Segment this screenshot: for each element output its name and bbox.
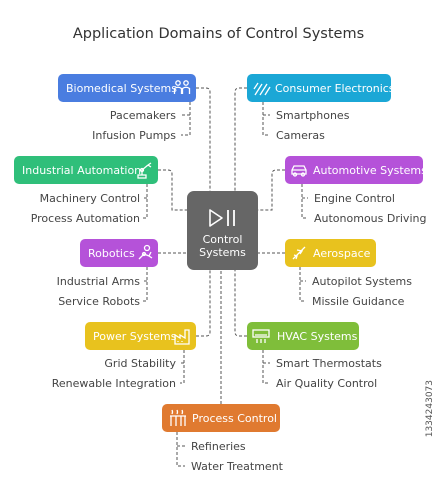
watermark-id: 1334243073 (425, 380, 435, 438)
connector-line (234, 87, 247, 191)
connector-line (258, 169, 285, 211)
sub-robotics-1: Industrial Arms (56, 275, 140, 288)
air-conditioner-icon (252, 329, 270, 343)
sub-consumer-2: Cameras (276, 129, 325, 142)
sub-aerospace-2: Missile Guidance (312, 295, 405, 308)
signal-icon (253, 82, 271, 96)
sub-automotive-1: Engine Control (314, 192, 395, 205)
node-power: Power Systems (85, 322, 196, 350)
refinery-icon (170, 409, 186, 426)
node-process-label: Process Control (192, 411, 277, 425)
sub-robotics-2: Service Robots (58, 295, 140, 308)
node-consumer-label: Consumer Electronics (275, 81, 391, 95)
connector-line (181, 102, 191, 136)
robot-arm-icon (137, 162, 152, 179)
node-industrial-label: Industrial Automation (22, 163, 142, 177)
node-automotive-label: Automotive Systems (313, 163, 423, 177)
node-robotics: Robotics (80, 239, 158, 267)
sub-power-1: Grid Stability (104, 357, 176, 370)
sub-automotive-2: Autonomous Driving (314, 212, 427, 225)
node-consumer: Consumer Electronics (247, 74, 391, 102)
sub-process-2: Water Treatment (191, 460, 283, 473)
sub-biomedical-1: Pacemakers (109, 109, 176, 122)
airplane-icon (292, 246, 306, 260)
node-industrial: Industrial Automation (14, 156, 158, 184)
people-icon (173, 80, 191, 94)
sub-process-1: Refineries (191, 440, 246, 453)
connector-line (143, 184, 148, 219)
node-automotive: Automotive Systems (285, 156, 423, 184)
connector-line (180, 350, 185, 384)
connector-line (299, 267, 306, 302)
connector-line (143, 267, 148, 302)
factory-icon (174, 329, 190, 345)
node-biomedical-label: Biomedical Systems (66, 81, 177, 95)
center-label-line2: Systems (199, 246, 246, 259)
page-title: Application Domains of Control Systems (72, 26, 365, 42)
node-process: Process Control (162, 404, 280, 432)
center-label-line1: Control (202, 233, 243, 246)
sub-hvac-1: Smart Thermostats (276, 357, 382, 370)
sub-industrial-2: Process Automation (30, 212, 140, 225)
connector-line (158, 169, 187, 211)
sub-power-2: Renewable Integration (51, 377, 176, 390)
connector-line (262, 102, 270, 136)
connector-line (196, 87, 211, 191)
sub-industrial-1: Machinery Control (39, 192, 140, 205)
play-pause-icon (209, 209, 235, 227)
node-power-label: Power Systems (93, 329, 177, 343)
sub-biomedical-2: Infusion Pumps (92, 129, 176, 142)
sub-aerospace-1: Autopilot Systems (312, 275, 412, 288)
center-node: Control Systems (187, 191, 258, 270)
car-icon (291, 165, 307, 177)
node-aerospace-label: Aerospace (313, 246, 371, 260)
connector-line (234, 270, 247, 337)
connector-line (301, 184, 308, 219)
sub-hvac-2: Air Quality Control (276, 377, 378, 390)
robot-icon (138, 244, 153, 260)
node-biomedical: Biomedical Systems (58, 74, 196, 102)
node-hvac: HVAC Systems (247, 322, 359, 350)
sub-consumer-1: Smartphones (276, 109, 350, 122)
node-hvac-label: HVAC Systems (277, 329, 358, 343)
node-robotics-label: Robotics (88, 246, 135, 260)
connector-line (176, 432, 185, 467)
node-aerospace: Aerospace (285, 239, 376, 267)
connector-line (196, 270, 211, 337)
connector-line (262, 350, 270, 384)
